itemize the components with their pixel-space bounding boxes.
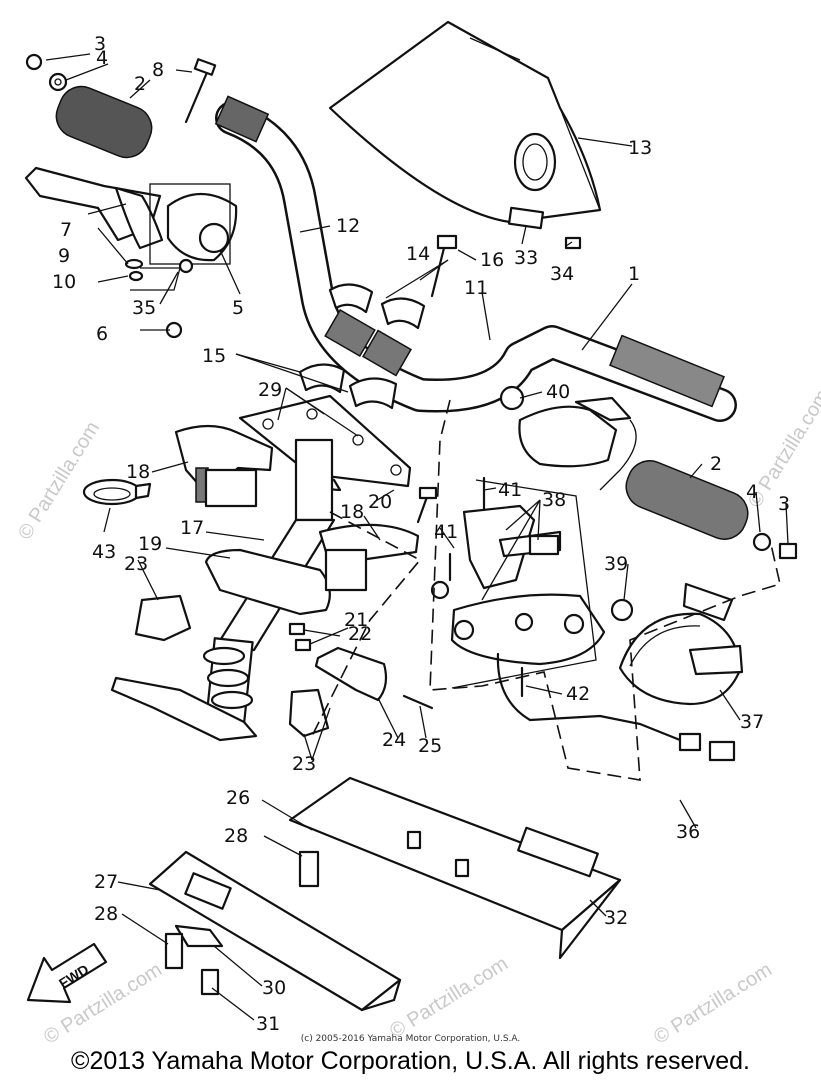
callout: 24 (382, 729, 406, 751)
callout: 25 (418, 735, 442, 757)
callout: 2 (710, 453, 722, 475)
callout: 29 (258, 379, 282, 401)
callout: 9 (58, 245, 70, 267)
callout: 26 (226, 787, 250, 809)
callout: 23 (124, 553, 148, 575)
group-outline-switch (451, 479, 597, 689)
callout: 1 (628, 263, 640, 285)
switch-housing (499, 385, 637, 491)
lower-arm (110, 676, 258, 742)
callout: 15 (202, 345, 226, 367)
throttle-assembly (430, 476, 606, 698)
grommet-39 (610, 598, 634, 622)
callout: 22 (348, 623, 372, 645)
nut-22 (294, 638, 312, 652)
throttle-cover (618, 582, 744, 706)
callout: 13 (628, 137, 652, 159)
bolt-8 (184, 68, 210, 124)
group-outline-right (429, 399, 781, 781)
clamp-24 (314, 646, 388, 702)
rail-26 (288, 776, 622, 960)
callout: 40 (546, 381, 570, 403)
handlebar-cover (328, 20, 602, 224)
callout: 11 (464, 277, 488, 299)
small-hardware-left (124, 258, 194, 339)
callout: 5 (232, 297, 244, 319)
lower-plate (204, 548, 331, 616)
callout: 20 (368, 491, 392, 513)
callout: 3 (94, 33, 106, 55)
callout: 28 (94, 903, 118, 925)
bolt-28-upper (298, 850, 320, 888)
copyright-notice: ©2013 Yamaha Motor Corporation, U.S.A. A… (71, 1047, 750, 1075)
callout: 19 (138, 533, 162, 555)
callout: 33 (514, 247, 538, 269)
bolt-25 (402, 694, 434, 710)
callout: 4 (96, 47, 108, 69)
callout: 38 (542, 489, 566, 511)
nut-21 (288, 622, 306, 636)
bolt-28-lower (164, 932, 184, 970)
callout: 34 (550, 263, 574, 285)
callout: 42 (566, 683, 590, 705)
left-grip (25, 53, 153, 159)
callout: 17 (180, 517, 204, 539)
callout: 23 (292, 753, 316, 775)
callout: 12 (336, 215, 360, 237)
callout: 28 (224, 825, 248, 847)
copyright-small: (c) 2005-2016 Yamaha Motor Corporation, … (300, 1034, 521, 1044)
leader-lines (45, 53, 789, 1021)
callouts: 3 4 2 8 13 7 12 9 14 16 33 34 1 10 11 35… (52, 33, 790, 1035)
rail-27 (148, 850, 402, 1012)
bracket-33 (507, 206, 582, 250)
right-grip (625, 460, 749, 540)
callout: 4 (746, 481, 758, 503)
callout: 31 (256, 1013, 280, 1035)
wire-harness (496, 652, 682, 742)
callout: 21 (344, 609, 368, 631)
callout: 18 (126, 461, 150, 483)
callout: 2 (134, 73, 146, 95)
callout: 8 (152, 59, 164, 81)
callout: 41 (498, 479, 522, 501)
callout: 39 (604, 553, 628, 575)
callout: 10 (52, 271, 76, 293)
callout: 6 (96, 323, 108, 345)
callout: 16 (480, 249, 504, 271)
callout: 14 (406, 243, 430, 265)
callout: 36 (676, 821, 700, 843)
bolt-31 (200, 968, 220, 996)
brake-lever (24, 166, 238, 265)
callout: 37 (740, 711, 764, 733)
callout: 18 (340, 501, 364, 523)
bracket-18-upper (174, 424, 274, 508)
handlebar-clamps (298, 234, 458, 410)
callout: 43 (92, 541, 116, 563)
group-outline-left (309, 511, 422, 741)
callout: 30 (262, 977, 286, 999)
callout: 27 (94, 871, 118, 893)
callout: 35 (132, 297, 156, 319)
callout: 41 (434, 521, 458, 543)
handlebar (214, 95, 737, 422)
fwd-arrow: FWD (26, 942, 108, 1004)
block-23-left (134, 594, 192, 642)
clip-43 (82, 478, 152, 506)
callout: 3 (778, 493, 790, 515)
callout: 7 (60, 219, 72, 241)
callout: 32 (604, 907, 628, 929)
